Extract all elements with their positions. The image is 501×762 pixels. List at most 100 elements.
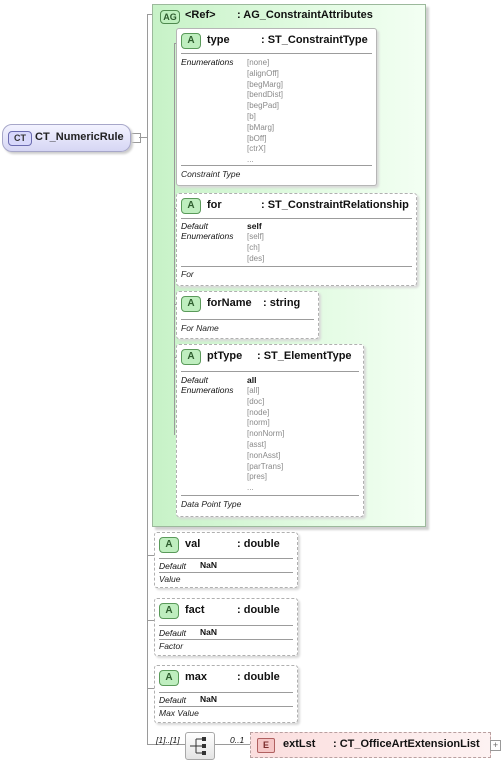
attribute-fact[interactable]: A fact : double Default NaN Factor [154,598,298,656]
attribute-type-name: : ST_ConstraintRelationship [261,199,409,211]
default-label: Default [181,375,208,385]
attribute-type-name: : string [263,297,301,309]
attribute-type-name: : ST_ConstraintType [261,34,368,46]
ct-collapse-toggle[interactable] [131,133,141,143]
separator [159,625,293,626]
attribute-name: ptType [207,350,243,362]
separator [181,218,412,219]
enumeration-value: [none] [247,58,270,67]
attribute-pttype[interactable]: A ptType : ST_ElementType Default all En… [176,344,364,517]
enumerations-list: [none][alignOff][begMarg][bendDist][begP… [247,58,283,166]
enumeration-value: [self] [247,232,264,241]
sequence-node[interactable] [185,732,215,760]
attribute-badge: A [181,198,201,214]
default-value: NaN [200,560,218,570]
enumerations-list: [self][ch][des] [247,232,264,264]
enumerations-label: Enumerations [181,231,234,241]
connector-seq [147,744,185,745]
default-label: Default [159,695,186,705]
enumeration-value: ... [247,155,254,165]
attribute-name: max [185,671,208,683]
attribute-description: For Name [181,323,219,333]
attribute-name: for [207,199,222,211]
attribute-type-name: : double [237,604,280,616]
attribute-badge: A [181,349,201,365]
attribute-description: Factor [159,641,184,651]
sequence-occurrence: [1]..[1] [156,735,180,745]
attribute-max[interactable]: A max : double Default NaN Max Value [154,665,298,723]
attribute-badge: A [159,603,179,619]
element-extlst[interactable]: E extLst : CT_OfficeArtExtensionList [250,732,491,758]
enumeration-value: [norm] [247,418,270,428]
element-badge: E [257,738,275,753]
default-value: NaN [200,627,218,637]
enumeration-value: [parTrans] [247,461,284,471]
separator [159,572,293,573]
enumeration-value: [ch] [247,242,260,252]
expand-icon[interactable]: + [490,740,501,751]
element-type: : CT_OfficeArtExtensionList [333,738,480,750]
enumeration-value: [bOff] [247,133,267,143]
element-occurrence: 0..1 [230,735,245,745]
enumeration-value: [doc] [247,396,265,406]
enumerations-label: Enumerations [181,57,234,67]
default-label: Default [181,221,208,231]
attribute-val[interactable]: A val : double Default NaN Value [154,532,298,588]
enumeration-value: [bendDist] [247,90,284,100]
connector-val [147,555,154,556]
enumerations-list: [all][doc][node][norm][nonNorm][asst][no… [247,386,284,494]
complex-type-badge: CT [8,131,32,146]
connector-fact [147,620,154,621]
enumeration-value: [begMarg] [247,79,284,89]
enumeration-value: [des] [247,253,265,263]
complex-type-node[interactable]: CT CT_NumericRule [2,124,131,152]
attribute-name: fact [185,604,205,616]
enumerations-label: Enumerations [181,385,234,395]
attribute-forname[interactable]: A forName : string For Name [176,291,319,339]
element-name: extLst [283,738,316,750]
separator [181,266,412,267]
attribute-name: forName [207,297,252,309]
connector-max [147,688,154,689]
separator [181,371,359,372]
connector-ct-horizontal [139,137,147,138]
attribute-name: val [185,538,201,550]
attribute-for[interactable]: A for : ST_ConstraintRelationship Defaul… [176,193,417,286]
attribute-group-type: : AG_ConstraintAttributes [237,9,373,21]
separator [181,53,372,54]
default-value: self [247,221,262,231]
attribute-type[interactable]: A type : ST_ConstraintType Enumerations … [176,28,377,186]
enumeration-value: [alignOff] [247,68,279,78]
enumeration-value: [begPad] [247,101,280,111]
attribute-badge: A [159,537,179,553]
attribute-name: type [207,34,230,46]
attribute-badge: A [181,296,201,312]
enumeration-value: [nonAsst] [247,450,281,460]
attribute-type-name: : double [237,538,280,550]
attribute-badge: A [159,670,179,686]
separator [159,558,293,559]
complex-type-name: CT_NumericRule [35,131,124,143]
enumeration-value: [bMarg] [247,122,275,132]
separator [159,692,293,693]
enumeration-value: [all] [247,386,260,395]
separator [181,495,359,496]
group-inner-trunk [174,43,175,435]
separator [159,706,293,707]
enumeration-value: [ctrX] [247,144,266,154]
separator [181,319,314,320]
attribute-description: Data Point Type [181,499,242,509]
attribute-group-box[interactable]: AG <Ref> : AG_ConstraintAttributes A typ… [152,4,426,527]
enumeration-value: [pres] [247,472,268,482]
enumeration-value: [b] [247,111,256,121]
enumeration-value: [asst] [247,439,267,449]
attribute-group-badge: AG [160,10,180,24]
default-value: all [247,375,257,385]
enumeration-value: [nonNorm] [247,429,285,439]
enumeration-value: [node] [247,407,270,417]
attribute-type-name: : double [237,671,280,683]
attribute-description: For [181,269,194,279]
connector-seq-element [213,744,250,745]
default-label: Default [159,628,186,638]
attribute-badge: A [181,33,201,49]
